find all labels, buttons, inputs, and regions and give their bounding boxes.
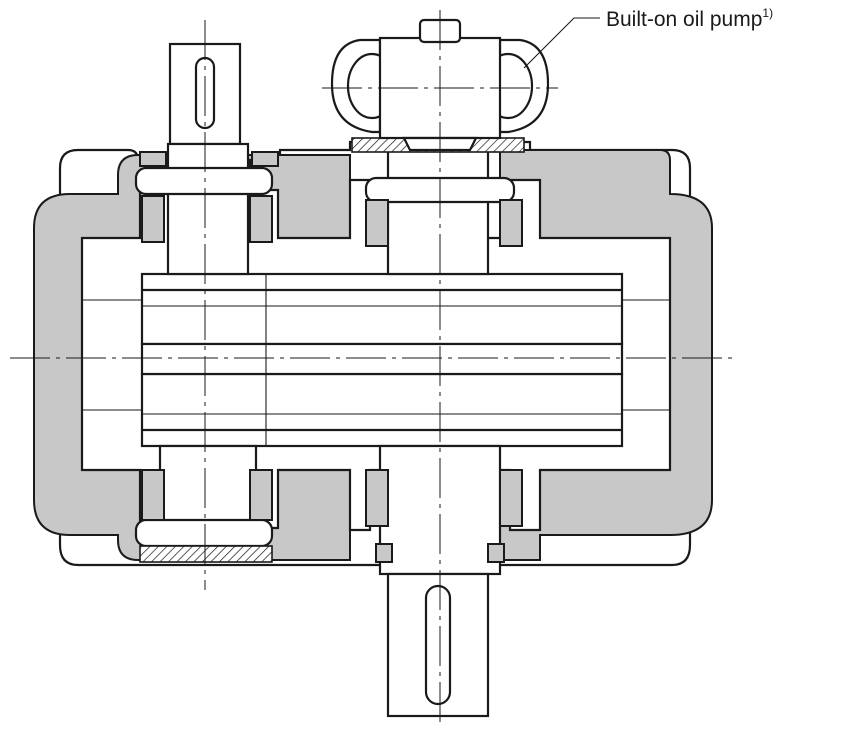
callout-leader — [523, 17, 600, 69]
footnote-mark: 1) — [762, 6, 774, 20]
center-lines — [10, 10, 732, 722]
input-shaft-cover — [139, 545, 273, 563]
input-shaft-bearings — [139, 151, 279, 521]
oil-pump-callout: Built-on oil pump1) — [606, 6, 773, 34]
gear-lower — [140, 372, 624, 448]
oil-pump-callout-label: Built-on oil pump — [606, 8, 763, 31]
gear-mesh-band — [140, 274, 624, 446]
output-shaft-bearings — [365, 199, 523, 563]
cavity-stubs — [82, 299, 670, 411]
gear-upper — [140, 272, 624, 346]
